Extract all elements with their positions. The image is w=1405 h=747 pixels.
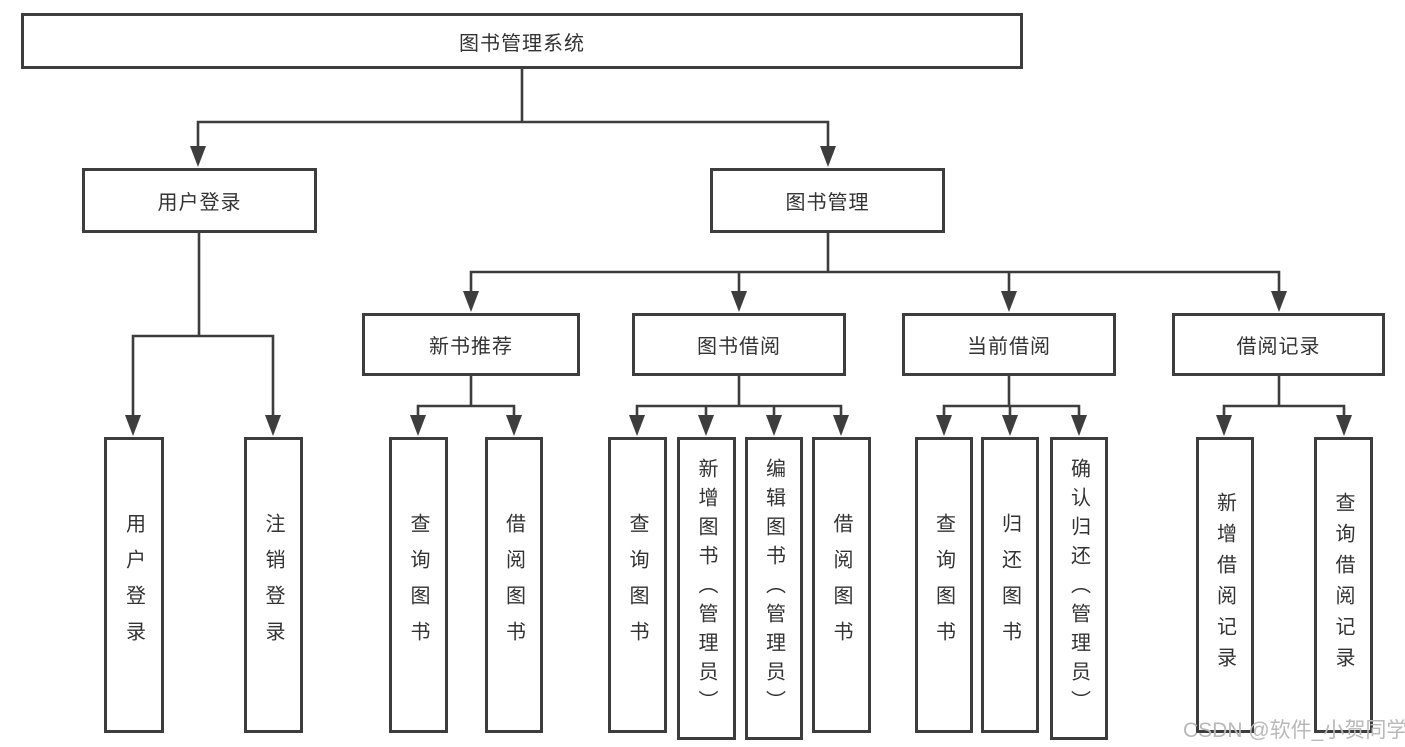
leaf-add-books-admin: 新增图书（管理员） bbox=[677, 437, 736, 740]
node-user-login: 用户登录 bbox=[82, 168, 317, 233]
node-library-management-system: 图书管理系统 bbox=[21, 13, 1023, 69]
leaf-query-books-borrowing: 查询图书 bbox=[608, 437, 667, 733]
leaf-query-books-current: 查询图书 bbox=[915, 437, 973, 733]
csdn-watermark: CSDN @软件_小贺同学 bbox=[1183, 719, 1405, 742]
leaf-user-login: 用户登录 bbox=[104, 437, 164, 733]
leaf-edit-books-admin: 编辑图书（管理员） bbox=[745, 437, 803, 740]
leaf-borrow-books-recommend: 借阅图书 bbox=[485, 437, 543, 733]
node-new-book-recommendation: 新书推荐 bbox=[362, 313, 580, 376]
leaf-return-books: 归还图书 bbox=[981, 437, 1039, 733]
leaf-confirm-return-admin: 确认归还（管理员） bbox=[1050, 437, 1108, 740]
leaf-logout-login: 注销登录 bbox=[244, 437, 303, 733]
leaf-borrow-books-borrowing: 借阅图书 bbox=[812, 437, 871, 733]
connector-root-split bbox=[190, 68, 836, 167]
connector-book-management-split bbox=[463, 233, 1287, 312]
connector-user-login-split bbox=[125, 233, 281, 436]
connector-borrowing-records-split bbox=[1216, 376, 1352, 436]
node-book-management: 图书管理 bbox=[710, 168, 945, 233]
node-borrowing-records: 借阅记录 bbox=[1172, 313, 1385, 376]
connector-book-borrowing-split bbox=[629, 376, 849, 436]
connector-new-book-split bbox=[410, 376, 522, 436]
leaf-query-books-recommend: 查询图书 bbox=[389, 437, 448, 733]
node-current-borrowing: 当前借阅 bbox=[902, 313, 1116, 376]
node-book-borrowing: 图书借阅 bbox=[632, 313, 846, 376]
connector-current-borrowing-split bbox=[936, 376, 1087, 436]
leaf-add-borrow-record: 新增借阅记录 bbox=[1196, 437, 1254, 733]
leaf-query-borrow-record: 查询借阅记录 bbox=[1314, 437, 1373, 733]
